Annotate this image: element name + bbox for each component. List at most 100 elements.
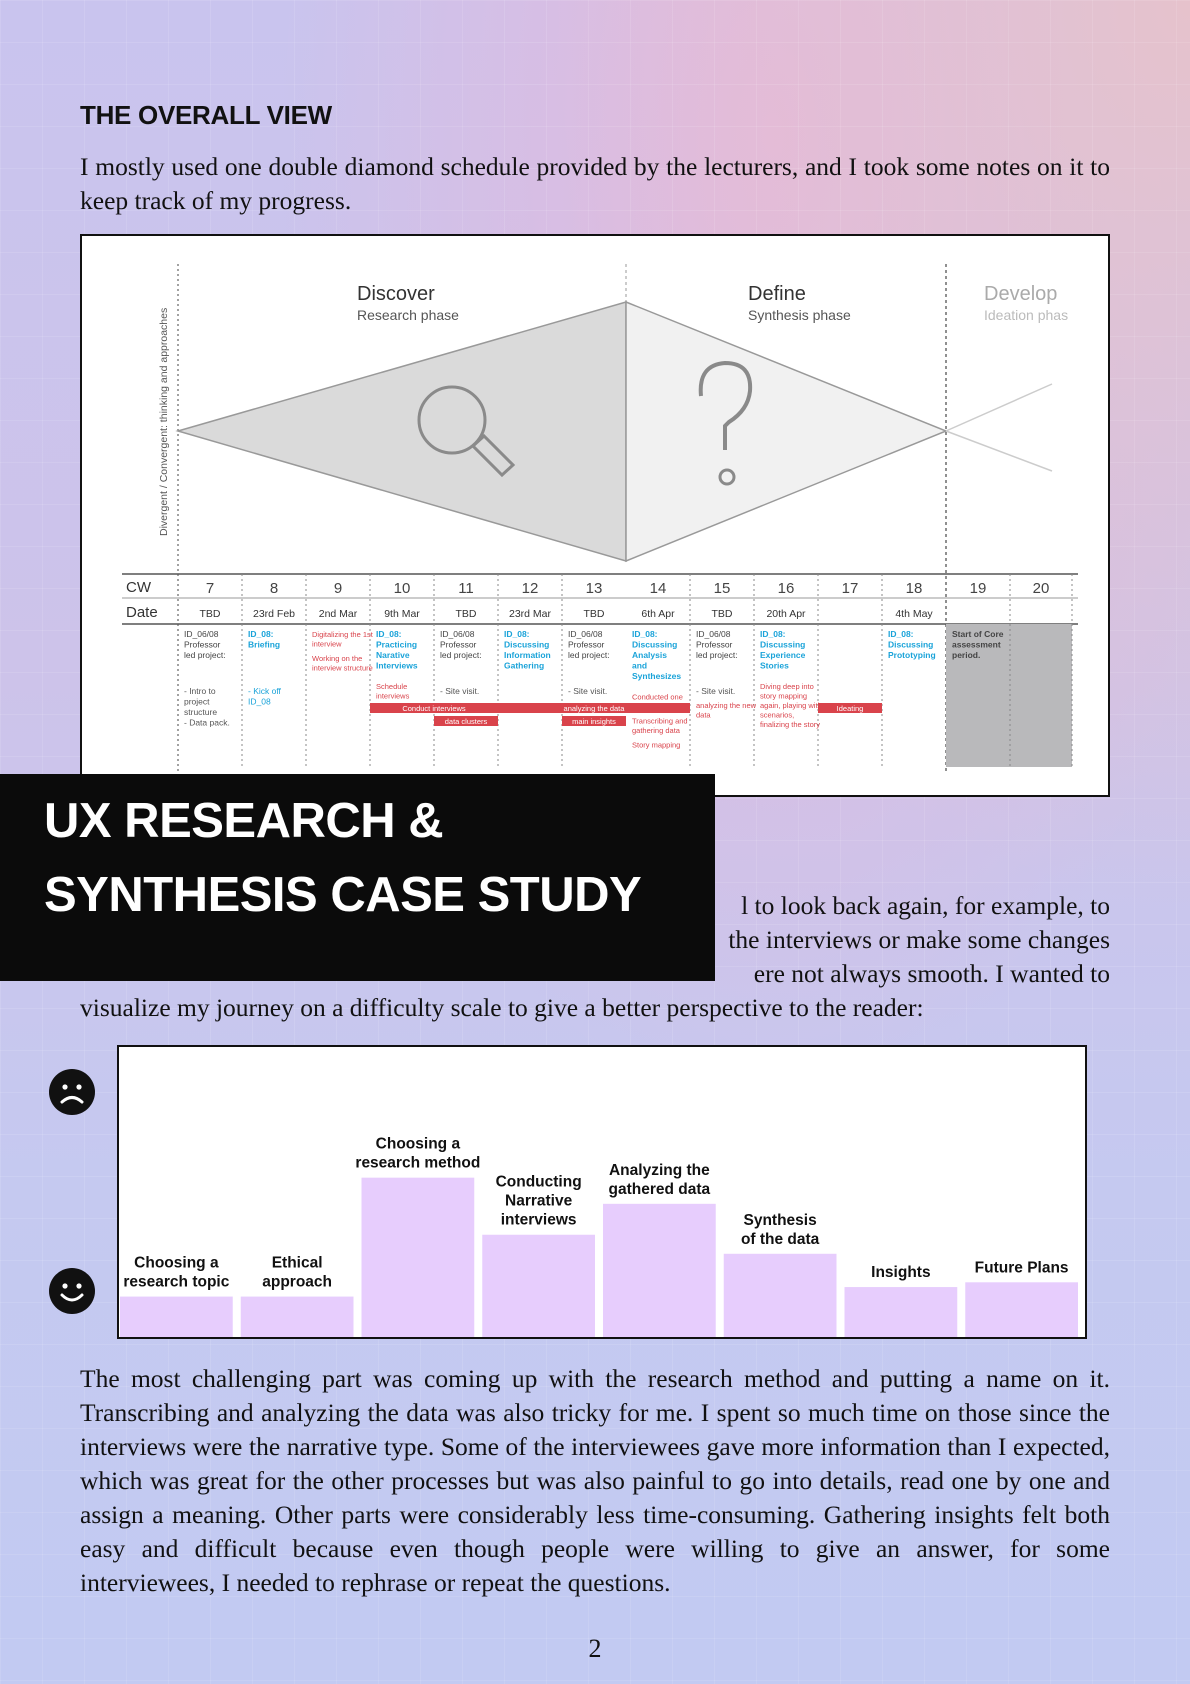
- week-date: TBD: [200, 608, 221, 620]
- cell-note: - Intro to: [184, 686, 216, 696]
- bar-category-label: Synthesis: [744, 1212, 817, 1229]
- cell-note-blue: Interviews: [376, 661, 418, 671]
- phase-subtitle: Synthesis phase: [748, 307, 851, 323]
- cell-note-red: interview: [312, 640, 342, 649]
- activity-bar-label: main insights: [572, 717, 616, 726]
- difficulty-bar: [603, 1203, 716, 1337]
- activity-bar: [434, 716, 498, 726]
- cell-note-red: Conducted one: [632, 693, 683, 702]
- bar-category-label: Analyzing the: [609, 1162, 710, 1179]
- cell-note-red: data: [696, 711, 711, 720]
- cell-note: led project:: [568, 650, 610, 660]
- middle-paragraph-line: l to look back again, for example, to: [741, 891, 1110, 920]
- cell-note: - Site visit.: [696, 686, 735, 696]
- activity-bar-label: data clusters: [445, 717, 488, 726]
- cell-note-blue: Discussing: [760, 640, 805, 650]
- activity-bar: [370, 703, 498, 713]
- cell-note: ID_06/08: [696, 629, 731, 639]
- cell-note: led project:: [696, 650, 738, 660]
- bar-category-label: Choosing a: [376, 1136, 461, 1153]
- cell-note-blue: ID_08:: [888, 629, 914, 639]
- activity-bar: [818, 703, 882, 713]
- week-number: 12: [522, 580, 539, 597]
- week-date: 9th Mar: [384, 608, 420, 620]
- cell-note-blue: ID_08:: [504, 629, 530, 639]
- difficulty-bar: [240, 1296, 354, 1337]
- difficulty-bar: [844, 1287, 958, 1337]
- question-curve: [698, 360, 753, 450]
- cell-note-red: Working on the: [312, 654, 362, 663]
- week-date: 4th May: [895, 608, 933, 620]
- week-date: 6th Apr: [641, 608, 675, 620]
- bar-category-label: interviews: [501, 1212, 577, 1229]
- cell-note-red: analyzing the new: [696, 701, 757, 710]
- cell-note: structure: [184, 707, 217, 717]
- week-number: 10: [394, 580, 411, 597]
- phase-subtitle: Ideation phas: [984, 307, 1068, 323]
- cell-note-red: gathering data: [632, 726, 681, 735]
- middle-paragraph-line: visualize my journey on a difficulty sca…: [80, 993, 924, 1022]
- cell-note: project: [184, 697, 210, 707]
- assessment-block: [946, 624, 1072, 767]
- cell-note-blue: and: [632, 661, 647, 671]
- phase-title: Discover: [357, 283, 435, 305]
- middle-paragraph-line: the interviews or make some changes: [728, 925, 1110, 954]
- week-number: 14: [650, 580, 667, 597]
- activity-bar-label: Conduct interviews: [402, 704, 466, 713]
- happy-face-icon: [49, 1268, 95, 1314]
- week-date: TBD: [712, 608, 733, 620]
- cell-note: Professor: [440, 640, 477, 650]
- y-axis-label: Divergent / Convergent: thinking and app…: [158, 308, 170, 536]
- cell-note-blue: Stories: [760, 661, 789, 671]
- cell-note: ID_06/08: [184, 629, 219, 639]
- cell-note-red: Schedule: [376, 682, 407, 691]
- phase-subtitle: Research phase: [357, 307, 459, 323]
- cell-note-red: finalizing the story: [760, 720, 820, 729]
- cell-note: led project:: [184, 650, 226, 660]
- bar-category-label: Ethical: [272, 1255, 323, 1272]
- cell-note-red: Story mapping: [632, 741, 680, 750]
- week-date: 2nd Mar: [319, 608, 358, 620]
- question-mark-icon: [698, 360, 753, 486]
- cell-note-red: story mapping: [760, 692, 807, 701]
- magnifier-handle: [470, 433, 516, 478]
- section-heading: THE OVERALL VIEW: [80, 100, 332, 130]
- bar-category-label: research topic: [123, 1274, 229, 1291]
- cell-note-blue: ID_08: [248, 697, 271, 707]
- week-date: 23rd Feb: [253, 608, 295, 620]
- cell-note-red: Transcribing and: [632, 717, 688, 726]
- cell-note: - Site visit.: [568, 686, 607, 696]
- cell-note-red: Diving deep into: [760, 682, 814, 691]
- cell-note-blue: ID_08:: [760, 629, 786, 639]
- cell-note: - Site visit.: [440, 686, 479, 696]
- week-date: TBD: [584, 608, 605, 620]
- activity-bar: [562, 716, 626, 726]
- row-label-cw: CW: [126, 579, 152, 596]
- cell-note-red: Digitalizing the 1st: [312, 630, 374, 639]
- week-number: 8: [270, 580, 278, 597]
- cell-note: Professor: [568, 640, 605, 650]
- activity-bar: [498, 703, 690, 713]
- title-banner: UX RESEARCH & SYNTHESIS CASE STUDY: [0, 774, 715, 981]
- bar-category-label: Insights: [871, 1264, 930, 1281]
- cell-note: period.: [952, 650, 980, 660]
- difficulty-bar: [361, 1177, 475, 1337]
- cell-note-blue: - Kick off: [248, 686, 282, 696]
- week-date: 23rd Mar: [509, 608, 552, 620]
- week-number: 7: [206, 580, 214, 597]
- magnifier-icon: [417, 385, 516, 478]
- cell-note: - Data pack.: [184, 718, 230, 728]
- cell-note-red: scenarios,: [760, 711, 794, 720]
- cell-note-blue: ID_08:: [248, 629, 274, 639]
- week-number: 11: [458, 580, 474, 597]
- cell-note: assessment: [952, 640, 1001, 650]
- discover-diamond-left: [175, 301, 627, 562]
- cell-note-blue: Information: [504, 650, 551, 660]
- cell-note-red: interviews: [376, 692, 410, 701]
- phase-title: Develop: [984, 283, 1057, 305]
- difficulty-bar: [120, 1296, 233, 1337]
- cell-note-blue: Briefing: [248, 640, 280, 650]
- cell-note-blue: Gathering: [504, 661, 544, 671]
- conclusion-paragraph: The most challenging part was coming up …: [80, 1364, 1110, 1597]
